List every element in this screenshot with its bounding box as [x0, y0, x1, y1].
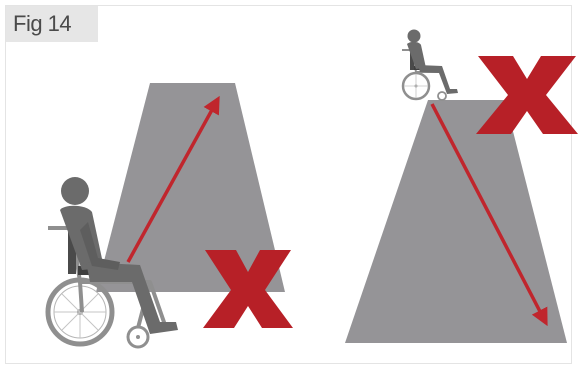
- slope-right: [345, 100, 567, 343]
- cross-mark-right: [476, 56, 578, 134]
- person-head-small: [408, 30, 421, 43]
- wheelchair-user-right: [402, 30, 458, 101]
- person-head: [61, 177, 89, 205]
- front-caster-small: [438, 92, 446, 100]
- scene-going-down: [345, 30, 578, 344]
- scene-going-up: [48, 83, 293, 347]
